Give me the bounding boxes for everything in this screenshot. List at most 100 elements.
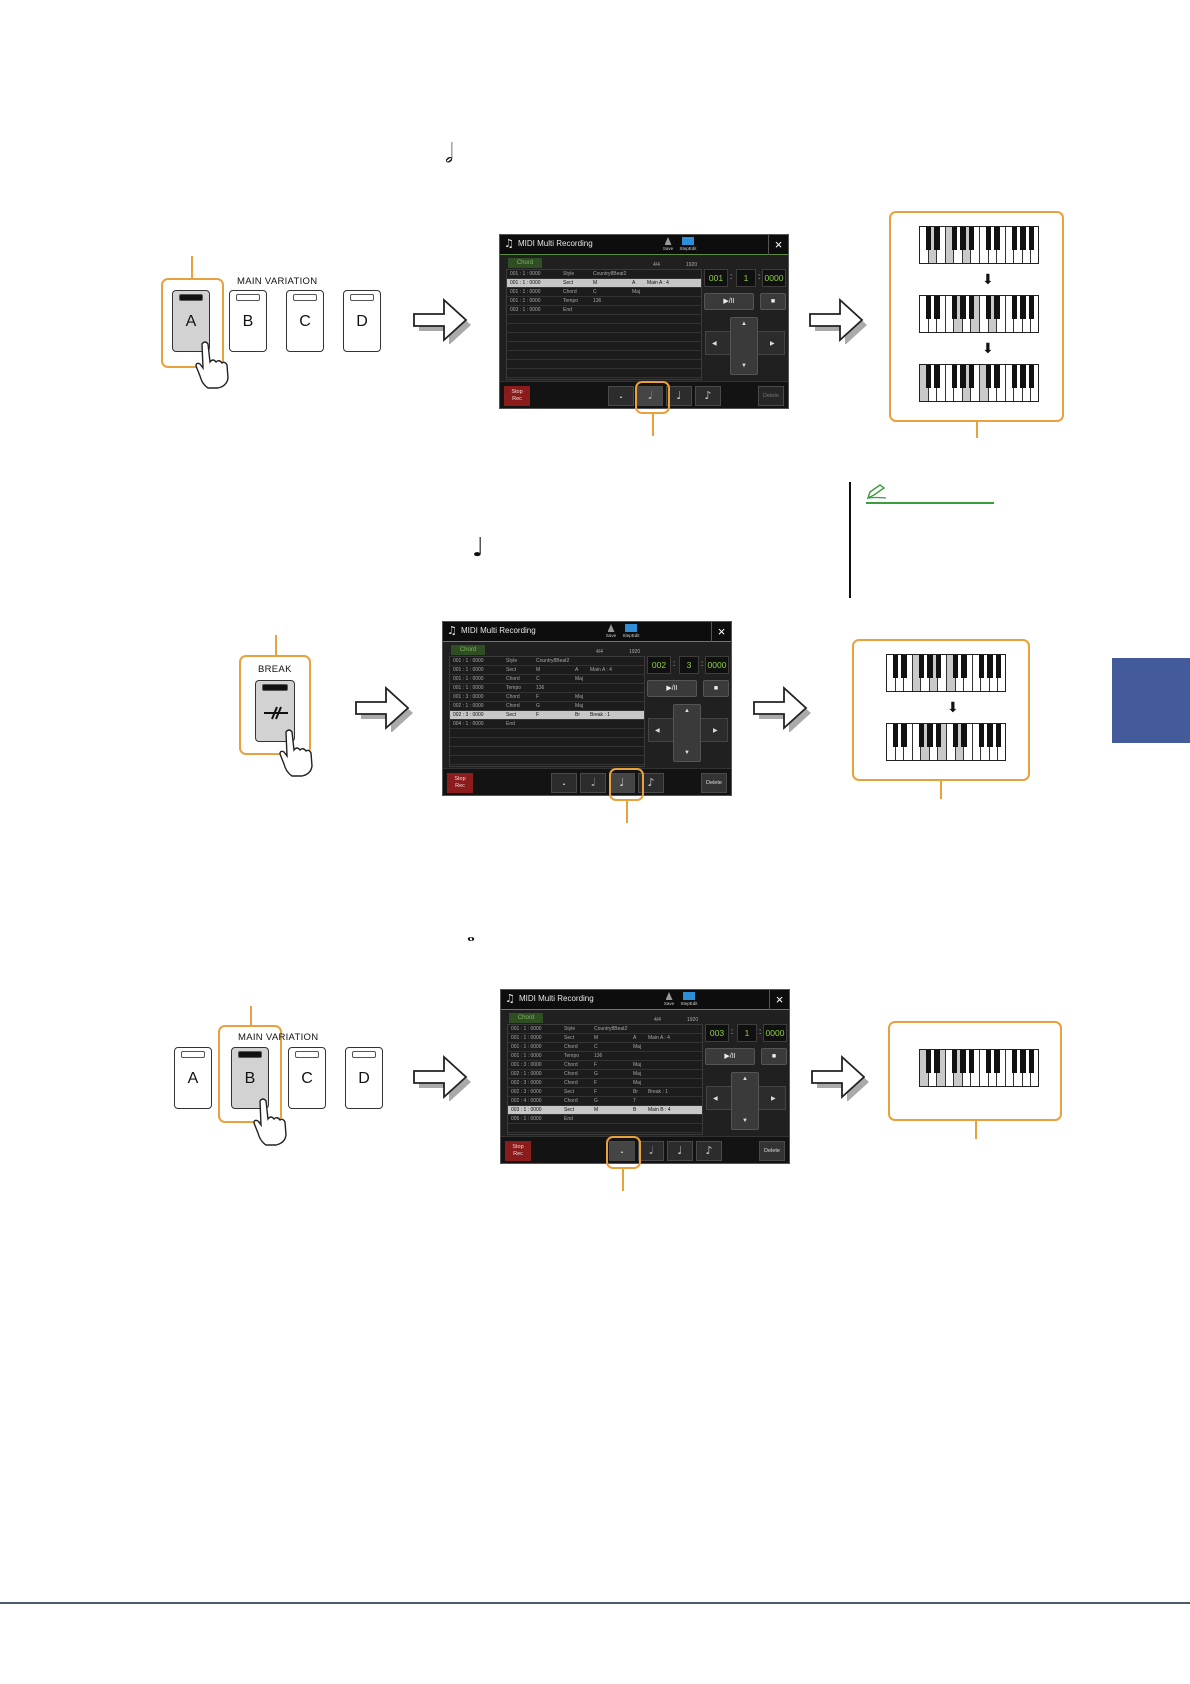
cursor-left-button[interactable]: ◀ (713, 1096, 718, 1102)
play-pause-button[interactable]: ▶/II (705, 1048, 755, 1065)
save-button[interactable]: Save (660, 237, 676, 251)
stop-button[interactable]: ■ (703, 680, 729, 697)
cursor-up-button[interactable]: ▲ (741, 321, 747, 327)
tab-chord[interactable]: Chord (451, 645, 485, 655)
main-variation-c-button[interactable]: C (288, 1047, 326, 1109)
save-button[interactable]: Save (661, 992, 677, 1006)
cursor-right-button[interactable]: ▶ (770, 341, 775, 347)
event-row[interactable] (508, 1124, 702, 1133)
eighth-note-button[interactable]: ♪ (695, 386, 721, 406)
event-row[interactable] (507, 315, 701, 324)
quarter-note-button[interactable]: ♩ (666, 386, 692, 406)
event-row[interactable] (450, 756, 644, 765)
step-edit-button[interactable]: StepEdit (621, 624, 641, 638)
event-row[interactable] (507, 342, 701, 351)
cursor-down-button[interactable]: ▼ (741, 363, 747, 369)
stop-button[interactable]: ■ (760, 293, 786, 310)
event-row[interactable] (507, 324, 701, 333)
main-variation-c-button[interactable]: C (286, 290, 324, 352)
position-clock[interactable]: 0000 (762, 269, 786, 287)
delete-button[interactable]: Delete (758, 386, 784, 406)
cursor-up-button[interactable]: ▲ (742, 1076, 748, 1082)
save-button[interactable]: Save (603, 624, 619, 638)
main-variation-b-button[interactable]: B (229, 290, 267, 352)
play-pause-button[interactable]: ▶/II (704, 293, 754, 310)
whole-note-button[interactable]: 𝅝 (609, 1141, 635, 1161)
event-row[interactable] (507, 333, 701, 342)
quarter-note-button[interactable]: ♩ (667, 1141, 693, 1161)
position-clock[interactable]: 0000 (763, 1024, 787, 1042)
event-row[interactable] (507, 360, 701, 369)
cursor-left-button[interactable]: ◀ (655, 728, 660, 734)
event-row[interactable] (507, 351, 701, 360)
position-beat[interactable]: 1 (736, 269, 756, 287)
eighth-note-button[interactable]: ♪ (638, 773, 664, 793)
cursor-down-button[interactable]: ▼ (742, 1118, 748, 1124)
event-row[interactable] (450, 747, 644, 756)
cursor-up-button[interactable]: ▲ (684, 708, 690, 714)
stop-button[interactable]: ■ (761, 1048, 787, 1065)
play-pause-button[interactable]: ▶/II (647, 680, 697, 697)
close-icon[interactable]: × (769, 990, 789, 1010)
delete-button[interactable]: Delete (759, 1141, 785, 1161)
position-measure[interactable]: 001 (704, 269, 728, 287)
cursor-down-button[interactable]: ▼ (684, 750, 690, 756)
cursor-right-button[interactable]: ▶ (771, 1096, 776, 1102)
event-row[interactable] (450, 738, 644, 747)
close-icon[interactable]: × (711, 622, 731, 642)
delete-button[interactable]: Delete (701, 773, 727, 793)
half-note-button[interactable]: 𝅗𝅥 (638, 1141, 664, 1161)
whole-note-button[interactable]: 𝅝 (608, 386, 634, 406)
main-variation-d-button[interactable]: D (345, 1047, 383, 1109)
close-icon[interactable]: × (768, 235, 788, 255)
eighth-note-button[interactable]: ♪ (696, 1141, 722, 1161)
step-edit-button[interactable]: StepEdit (679, 992, 699, 1006)
position-measure[interactable]: 002 (647, 656, 671, 674)
event-row[interactable] (450, 729, 644, 738)
position-measure[interactable]: 003 (705, 1024, 729, 1042)
half-note-button[interactable]: 𝅗𝅥 (637, 386, 663, 406)
main-variation-d-button[interactable]: D (343, 290, 381, 352)
whole-note-button[interactable]: 𝅝 (551, 773, 577, 793)
tab-chord[interactable]: Chord (508, 258, 542, 268)
half-note-button[interactable]: 𝅗𝅥 (580, 773, 606, 793)
position-beat[interactable]: 3 (679, 656, 699, 674)
tab-chord[interactable]: Chord (509, 1013, 543, 1023)
event-row[interactable] (507, 369, 701, 378)
position-clock[interactable]: 0000 (705, 656, 729, 674)
cursor-left-button[interactable]: ◀ (712, 341, 717, 347)
cursor-right-button[interactable]: ▶ (713, 728, 718, 734)
step-edit-button[interactable]: StepEdit (678, 237, 698, 251)
quarter-note-button[interactable]: ♩ (609, 773, 635, 793)
